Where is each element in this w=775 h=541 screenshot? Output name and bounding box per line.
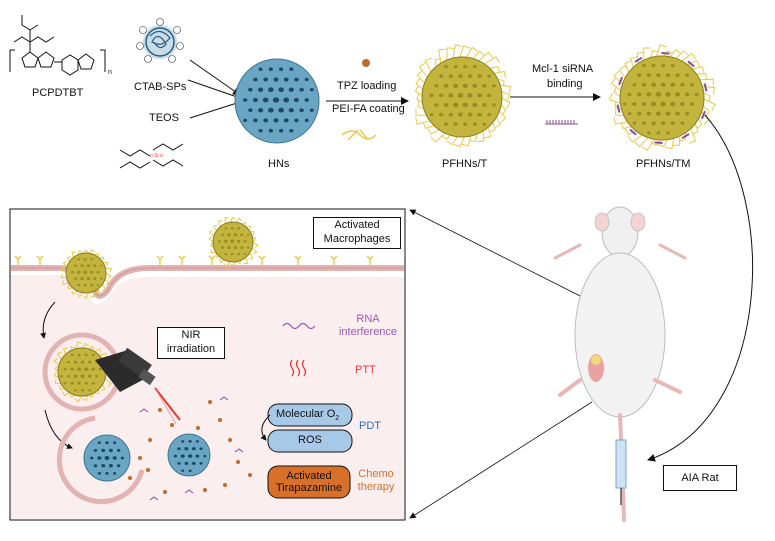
particle-outside-cell <box>208 216 259 268</box>
activated-tpz-pill <box>267 465 351 499</box>
teos-structure <box>119 143 184 169</box>
rna-line2: interference <box>338 326 398 338</box>
arrow-ctab-to-hns <box>189 59 241 96</box>
o2-subscript: 2 <box>335 415 340 423</box>
teos-atoms: o Si o <box>150 153 163 159</box>
arrow-teos-to-hns <box>189 101 241 119</box>
ptt-label: PTT <box>355 364 376 376</box>
arrow-to-aia-rat <box>647 114 754 462</box>
ptt-heat-icon <box>289 359 307 377</box>
molecular-o2-text: Molecular O <box>276 408 336 420</box>
molecular-o2-label: Molecular O2 <box>276 408 339 422</box>
label-pfhns-t: PFHNs/T <box>442 158 488 170</box>
tpz-act-line1: Activated <box>286 470 332 482</box>
ros-pill <box>267 429 353 453</box>
activated-tpz-label: Activated Tirapazamine <box>268 470 350 494</box>
pfhns-tm-sphere <box>609 44 716 152</box>
label-mcl1-line2: binding <box>547 78 582 90</box>
aia-rat-box: AIA Rat <box>663 465 737 491</box>
activated-macrophages-box: Activated Macrophages <box>313 217 401 249</box>
nir-irradiation-box: NIR irradiation <box>157 327 225 359</box>
arrow-endosome-escape <box>44 409 73 449</box>
connector-lower <box>409 401 593 519</box>
arrow-endocytosis <box>40 301 56 339</box>
ctab-sps-particle <box>136 18 184 63</box>
rna-line1: RNA <box>356 313 380 325</box>
rna-interference-label: RNA interference <box>333 313 403 339</box>
pfhns-t-sphere <box>414 44 512 148</box>
tpz-act-line2: Tirapazamine <box>275 482 343 494</box>
label-pcpdtbt: PCPDTBT <box>32 87 84 99</box>
hns-sphere <box>234 58 320 144</box>
fa-receptors <box>14 255 374 265</box>
pdt-label: PDT <box>359 420 381 432</box>
label-pfhns-tm: PFHNs/TM <box>636 158 690 170</box>
ruptured-endosome <box>56 415 145 504</box>
connector-upper <box>409 209 593 303</box>
label-ctab-sps: CTAB-SPs <box>134 81 187 93</box>
pcpdtbt-structure <box>9 15 106 76</box>
sirna-icon <box>545 120 578 125</box>
label-tpz-loading: TPZ loading <box>337 80 396 92</box>
pei-fa-fiber-icon <box>341 129 377 141</box>
molecular-o2-pill <box>267 403 353 427</box>
activated-macrophages-line1: Activated <box>334 219 380 231</box>
chemotherapy-label: Chemo therapy <box>352 468 400 494</box>
laser-device-icon <box>95 347 181 425</box>
released-particle <box>167 433 211 477</box>
label-pei-fa-coating: PEI-FA coating <box>332 103 405 115</box>
rna-interference-icon <box>282 322 316 330</box>
chemo-line2: therapy <box>357 481 395 493</box>
n-subscript: n <box>108 69 112 76</box>
arrow-pcpdtbt-to-hns <box>187 79 241 99</box>
rat-illustration <box>553 206 687 522</box>
particle-endocytosis <box>59 248 113 300</box>
ros-label: ROS <box>298 434 322 446</box>
tpz-dot-icon <box>362 59 370 67</box>
label-mcl1-line1: Mcl-1 siRNA <box>532 63 594 75</box>
chemo-line1: Chemo <box>358 468 394 480</box>
sirna-fragments <box>139 396 244 501</box>
aia-rat-label: AIA Rat <box>681 472 719 484</box>
endosome <box>42 332 122 412</box>
label-teos: TEOS <box>149 112 179 124</box>
activated-macrophages-line2: Macrophages <box>323 233 391 245</box>
nir-line1: NIR <box>181 329 201 341</box>
label-hns: HNs <box>268 158 290 170</box>
tpz-dots <box>128 400 252 494</box>
nir-line2: irradiation <box>166 343 216 355</box>
arrow-o2-to-ros <box>260 414 271 441</box>
